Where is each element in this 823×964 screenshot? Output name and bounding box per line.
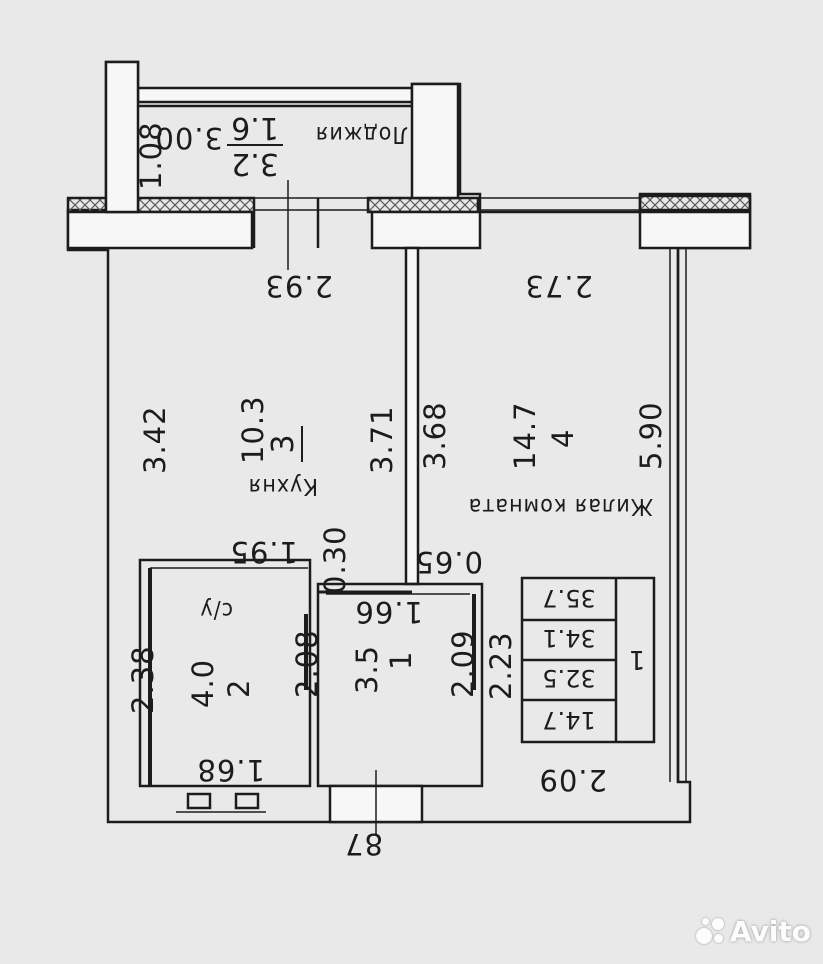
kitchen-number: 3 — [266, 426, 303, 462]
loggia-number: 3.2 — [227, 144, 283, 181]
living-length-right: 5.90 — [634, 401, 668, 470]
vent-2 — [234, 792, 260, 810]
kitchen-area: 10.3 — [236, 395, 270, 464]
hallway-length-right: 2.09 — [446, 629, 480, 698]
living-width: 2.73 — [524, 269, 593, 303]
kitchen-fraction: 3 — [266, 426, 303, 462]
loggia-name: Лоджия — [314, 121, 408, 147]
area-table-row-2: 34.1 — [542, 624, 596, 652]
bathroom-area: 4.0 — [186, 658, 220, 708]
wall-stub-mid — [370, 210, 482, 250]
entrance-door-label: 87 — [344, 827, 383, 861]
kitchen-bottom-width: 1.95 — [229, 535, 298, 569]
loggia-depth: 1.08 — [134, 121, 168, 190]
avito-watermark: Avito — [695, 915, 811, 948]
bathroom-length: 2.38 — [126, 645, 160, 714]
kitchen-length-left: 3.42 — [138, 405, 172, 474]
hallway-length-left: 2.08 — [290, 629, 324, 698]
bathroom-walls — [138, 558, 312, 788]
area-table-row-1: 35.7 — [542, 584, 596, 612]
loggia-wall-right — [410, 82, 460, 200]
bathroom-width: 1.68 — [196, 753, 265, 787]
living-area: 14.7 — [508, 401, 542, 470]
kitchen-width: 2.93 — [264, 269, 333, 303]
kitchen-length-right: 3.71 — [365, 405, 399, 474]
area-table-index: 1 — [628, 644, 646, 674]
loggia-wall-left — [104, 60, 140, 214]
bathroom-name: с/у — [199, 597, 233, 623]
wall-stub-left — [66, 210, 254, 250]
bathroom-number: 2 — [222, 678, 256, 698]
avito-text: Avito — [729, 915, 811, 948]
parapet-right — [638, 194, 752, 212]
living-number: 4 — [546, 428, 580, 448]
area-table-row-4: 14.7 — [542, 706, 596, 734]
area-table-row-3: 32.5 — [542, 664, 596, 692]
hallway-area: 3.5 — [350, 644, 384, 694]
loggia-fraction: 3.2 1.6 — [227, 110, 283, 181]
hallway-width: 1.66 — [354, 595, 423, 629]
living-bottom-width: 2.09 — [538, 763, 607, 797]
living-name: Жилая комната — [467, 493, 653, 519]
wall-stub-right — [638, 210, 752, 250]
area-table: 1 35.7 34.1 32.5 14.7 — [523, 576, 653, 742]
kitchen-offset: 0.30 — [318, 525, 352, 594]
vent-1 — [186, 792, 212, 810]
living-length-left: 3.68 — [418, 401, 452, 470]
living-offset: 0.65 — [414, 545, 483, 579]
loggia-area: 1.6 — [231, 110, 279, 145]
hallway-extra: 2.23 — [484, 631, 518, 700]
kitchen-name: Кухня — [247, 473, 318, 499]
avito-logo-icon — [695, 918, 726, 948]
hallway-number: 1 — [384, 650, 418, 670]
